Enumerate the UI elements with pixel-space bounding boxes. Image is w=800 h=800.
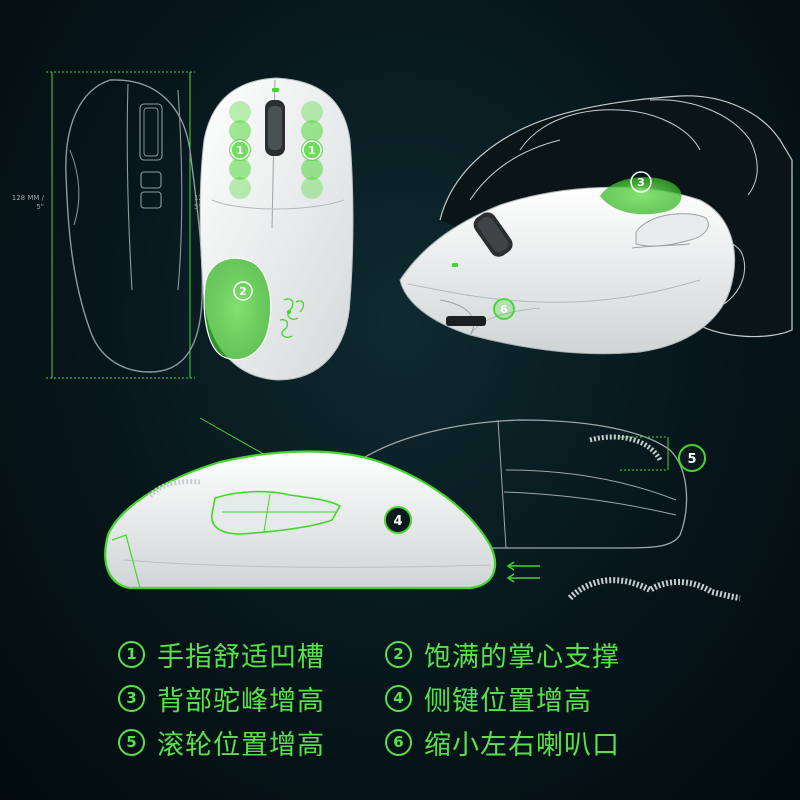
badge-1-left: 1: [230, 140, 250, 160]
svg-text:6: 6: [500, 303, 508, 316]
legend-label: 饱满的掌心支撑: [424, 641, 620, 673]
svg-text:1: 1: [308, 144, 316, 157]
legend-item-6: 6 缩小左右喇叭口: [385, 724, 685, 761]
legend-item-5: 5 滚轮位置增高: [118, 724, 385, 761]
legend-item-4: 4 侧键位置增高: [385, 680, 685, 717]
legend-number: 3: [118, 684, 145, 712]
hand-grip-view: [399, 95, 793, 355]
finger-groove-zone-left: [229, 101, 251, 123]
mouse-top-view: [199, 77, 354, 381]
feature-legend: 1 手指舒适凹槽 2 饱满的掌心支撑 3 背部驼峰增高 4 侧键位置增高 5 滚…: [118, 636, 718, 761]
legend-number: 4: [385, 684, 412, 712]
badge-6: 6: [493, 298, 515, 320]
finger-groove-zone-right: [301, 101, 323, 123]
badge-2: 2: [233, 281, 253, 301]
length-label-left: 128 MM /5": [12, 194, 45, 211]
badge-5: 5: [678, 444, 706, 472]
svg-text:5: 5: [687, 452, 696, 467]
mouse-diagram: 128 MM /5" 127 MM /5": [12, 71, 793, 601]
svg-text:1: 1: [236, 144, 244, 157]
badge-3: 3: [630, 171, 652, 193]
legend-label: 滚轮位置增高: [157, 729, 325, 761]
legend-item-3: 3 背部驼峰增高: [118, 680, 385, 717]
legend-label: 手指舒适凹槽: [157, 641, 325, 673]
legend-number: 6: [385, 728, 412, 756]
legend-label: 背部驼峰增高: [157, 685, 325, 717]
svg-text:3: 3: [637, 176, 645, 189]
svg-text:2: 2: [239, 285, 247, 298]
badge-4: 4: [384, 506, 412, 534]
legend-number: 1: [118, 640, 145, 668]
back-hump-zone: [600, 177, 682, 215]
palm-support-zone: [203, 257, 272, 361]
svg-text:4: 4: [393, 514, 402, 529]
legend-number: 5: [118, 728, 145, 756]
legend-label: 侧键位置增高: [424, 685, 592, 717]
razer-logo: [279, 298, 305, 338]
legend-item-2: 2 饱满的掌心支撑: [385, 636, 685, 673]
side-profile-view: [104, 417, 741, 601]
side-outline-view: [46, 71, 203, 379]
legend-number: 2: [385, 640, 412, 668]
legend-label: 缩小左右喇叭口: [424, 729, 620, 761]
badge-1-right: 1: [302, 140, 322, 160]
legend-item-1: 1 手指舒适凹槽: [118, 636, 385, 673]
